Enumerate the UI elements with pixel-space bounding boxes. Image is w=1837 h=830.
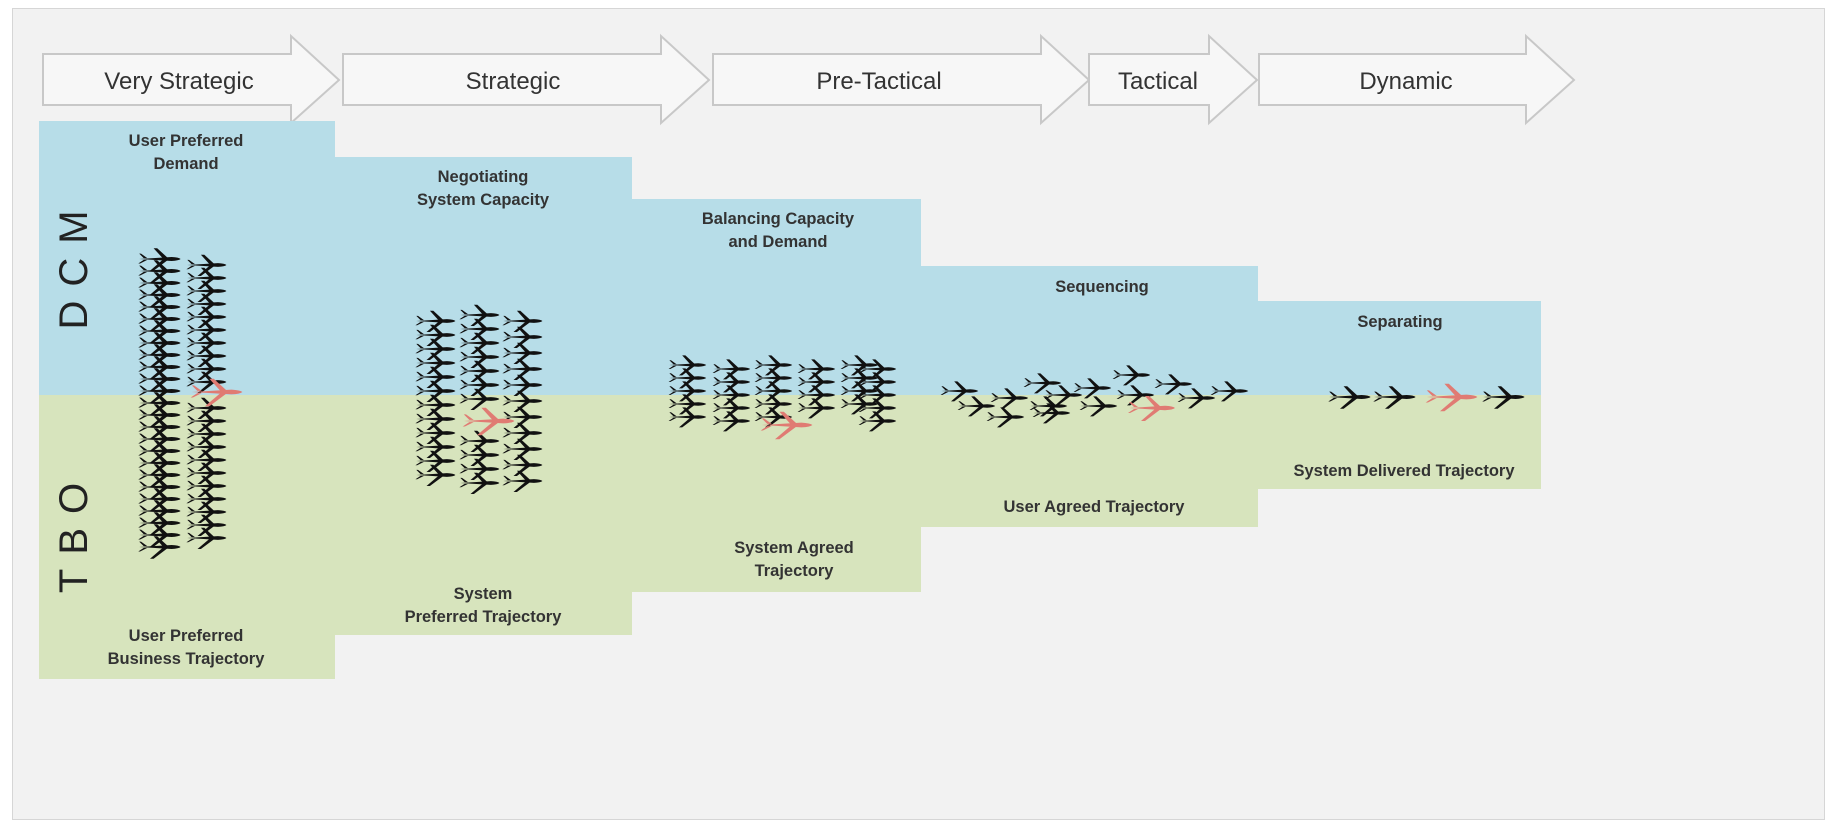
tbo-label-line: System Delivered Trajectory xyxy=(1293,462,1515,480)
tbo-label-line: User Preferred xyxy=(129,627,244,645)
tbo-label-line: System xyxy=(454,585,513,603)
phase-label: Strategic xyxy=(466,68,561,95)
dcm-label-line: Sequencing xyxy=(1055,278,1149,296)
dcm-label-line: Negotiating xyxy=(438,168,529,186)
tbo-label-line: System Agreed xyxy=(734,539,854,557)
phase-label: Tactical xyxy=(1118,68,1198,95)
tbo-label-line: Preferred Trajectory xyxy=(405,608,563,626)
column-labels: User Preferred Demand User Preferred Bus… xyxy=(108,132,1516,668)
dcm-label-line: System Capacity xyxy=(417,191,550,209)
tbo-label-line: Business Trajectory xyxy=(108,650,266,668)
dcm-label-line: User Preferred xyxy=(129,132,244,150)
phase-arrow-strategic: Strategic xyxy=(342,33,711,126)
tbo-side-label: TBO xyxy=(52,469,96,593)
trajectory-diagram: Very Strategic Strategic Pre-Tactical Ta… xyxy=(39,33,1576,679)
diagram-frame: Very Strategic Strategic Pre-Tactical Ta… xyxy=(12,8,1825,820)
phase-arrow-very-strategic: Very Strategic xyxy=(42,33,341,126)
tbo-label-line: Trajectory xyxy=(755,562,835,580)
dcm-label-line: Separating xyxy=(1357,313,1442,331)
phase-arrow-dynamic: Dynamic xyxy=(1258,33,1576,126)
dcm-label-line: Balancing Capacity xyxy=(702,210,855,228)
phase-arrow-tactical: Tactical xyxy=(1088,33,1259,126)
phase-label: Dynamic xyxy=(1359,68,1452,95)
tbo-band xyxy=(39,395,1541,679)
phase-label: Very Strategic xyxy=(104,68,253,95)
phase-label: Pre-Tactical xyxy=(816,68,941,95)
phase-arrow-pre-tactical: Pre-Tactical xyxy=(712,33,1091,126)
dcm-label-line: Demand xyxy=(153,155,218,173)
dcm-label-line: and Demand xyxy=(728,233,827,251)
dcm-band xyxy=(39,121,1541,395)
tbo-label-line: User Agreed Trajectory xyxy=(1004,498,1186,516)
phase-arrows: Very Strategic Strategic Pre-Tactical Ta… xyxy=(42,33,1576,126)
dcm-side-label: DCM xyxy=(52,196,96,329)
